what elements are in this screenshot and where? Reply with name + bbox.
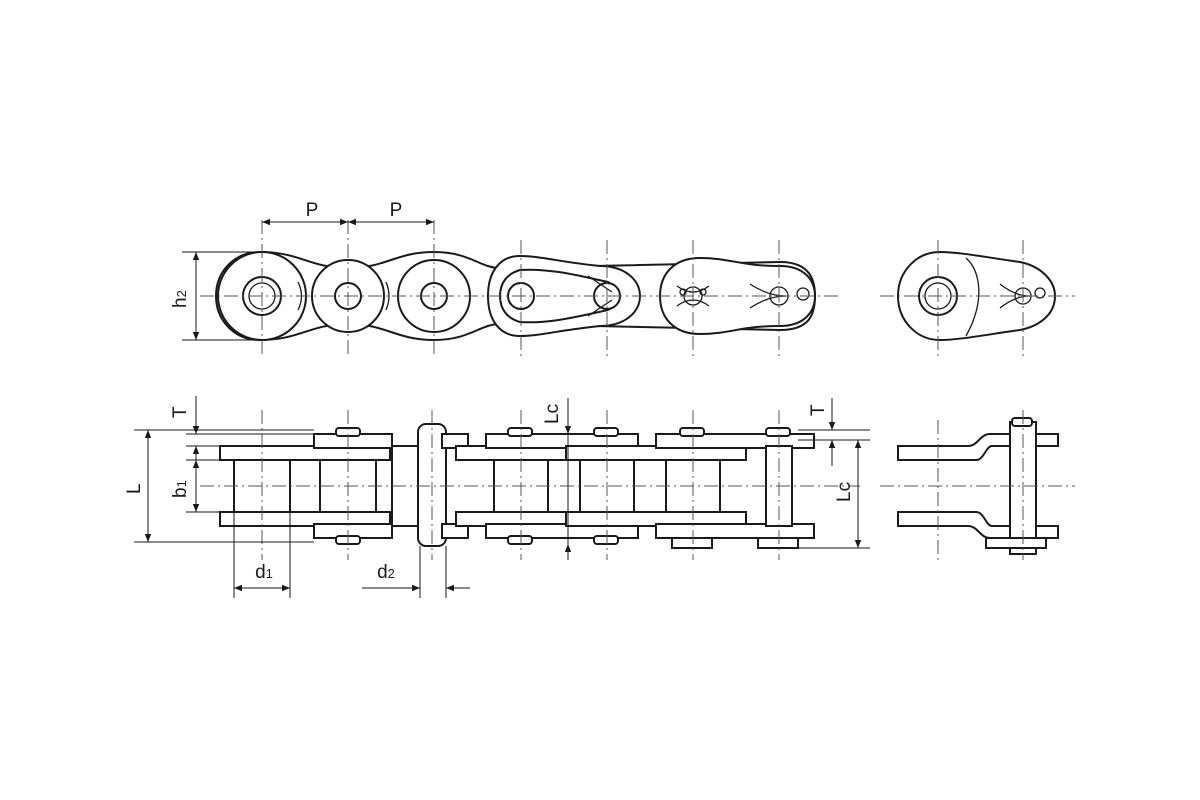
plan-dimensions: L T b1 d1 d2 Lc T Lc <box>124 396 870 598</box>
width-total-label: L <box>124 483 145 494</box>
chain-plan-view <box>200 410 860 560</box>
roller-dia-label: d1 <box>255 562 273 583</box>
connector-plan-view <box>880 410 1075 560</box>
connector-length-label-right: Lc <box>834 482 855 502</box>
pitch-dimensions: P P <box>262 200 434 226</box>
height-label: h2 <box>170 290 191 308</box>
inner-width-label: b1 <box>170 480 191 498</box>
pitch-label-1: P <box>306 200 319 221</box>
connector-side-view <box>880 240 1075 356</box>
thickness-label-right: T <box>808 404 829 416</box>
thickness-label-left: T <box>170 406 191 418</box>
pitch-label-2: P <box>390 200 403 221</box>
height-dimension: h2 <box>170 251 262 341</box>
connector-length-label-center: Lc <box>542 404 563 424</box>
inner-plate-top <box>219 445 391 461</box>
pin-dia-label: d2 <box>377 562 395 583</box>
chain-side-view <box>200 220 840 356</box>
